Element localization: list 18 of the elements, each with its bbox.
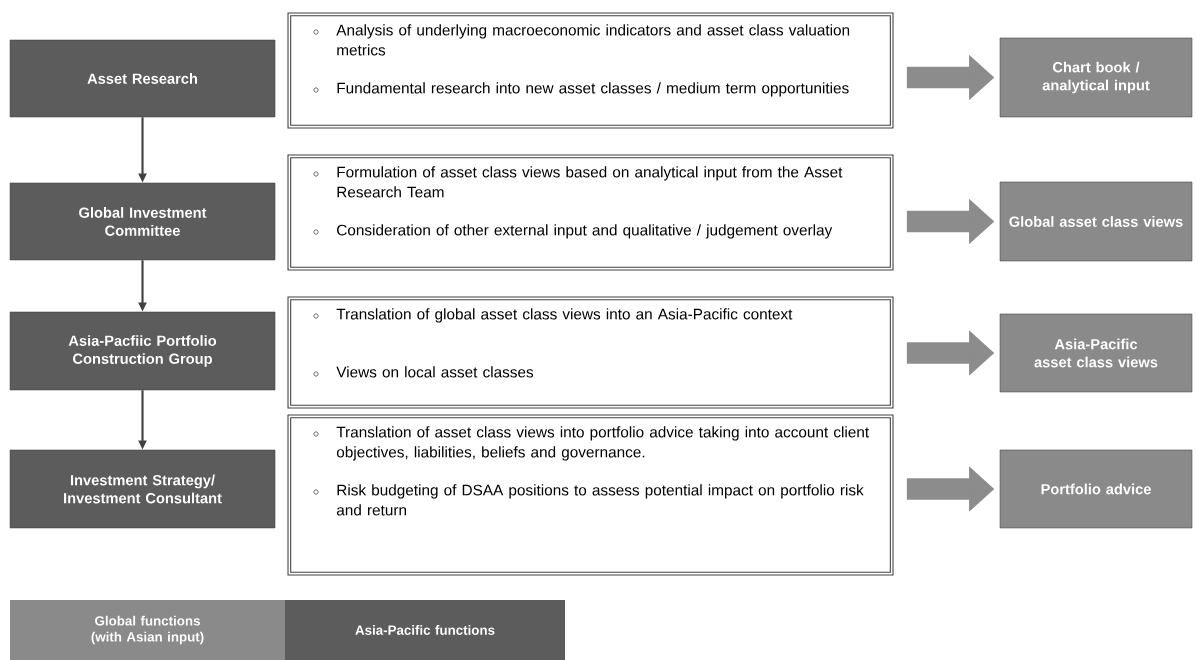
bullet-item: Translation of global asset class views into an Asia-Pacific context — [336, 308, 793, 323]
bullet-item: Translation of asset class views into portfolio advice taking into account client objectives, liabilities, beliefs and governance. — [336, 426, 869, 461]
legend-item: Asia-Pacific functions — [285, 600, 565, 660]
function-box: Global asset class views — [999, 181, 1193, 262]
function-box: Chart book / analytical input — [999, 37, 1193, 118]
bullet-item: Analysis of underlying macroeconomic indicators and asset class valuation metrics — [336, 24, 850, 56]
bullet-item: Risk budgeting of DSAA positions to assess potential impact on portfolio risk and return — [336, 484, 864, 516]
function-box: Asia-Pacific asset class views — [999, 313, 1193, 393]
legend-item: Global functions (with Asian input) — [10, 600, 285, 660]
bullet-item: Consideration of other external input and qualitative / judgement overlay — [337, 224, 833, 239]
function-box: Portfolio advice — [999, 449, 1193, 529]
bullet-item: Views on local asset classes — [336, 366, 534, 378]
function-box: Global Investment Committee — [9, 182, 276, 261]
bullet-item: Fundamental research into new asset classes / medium term opportunities — [337, 82, 849, 97]
function-box: Investment Strategy/ Investment Consultant — [9, 449, 276, 529]
function-box: Asset Research — [9, 39, 276, 118]
function-box: Asia-Pacfiic Portfolio Construction Group — [9, 311, 276, 391]
bullet-item: Formulation of asset class views based on analytical input from the Asset Research Team — [337, 166, 843, 198]
